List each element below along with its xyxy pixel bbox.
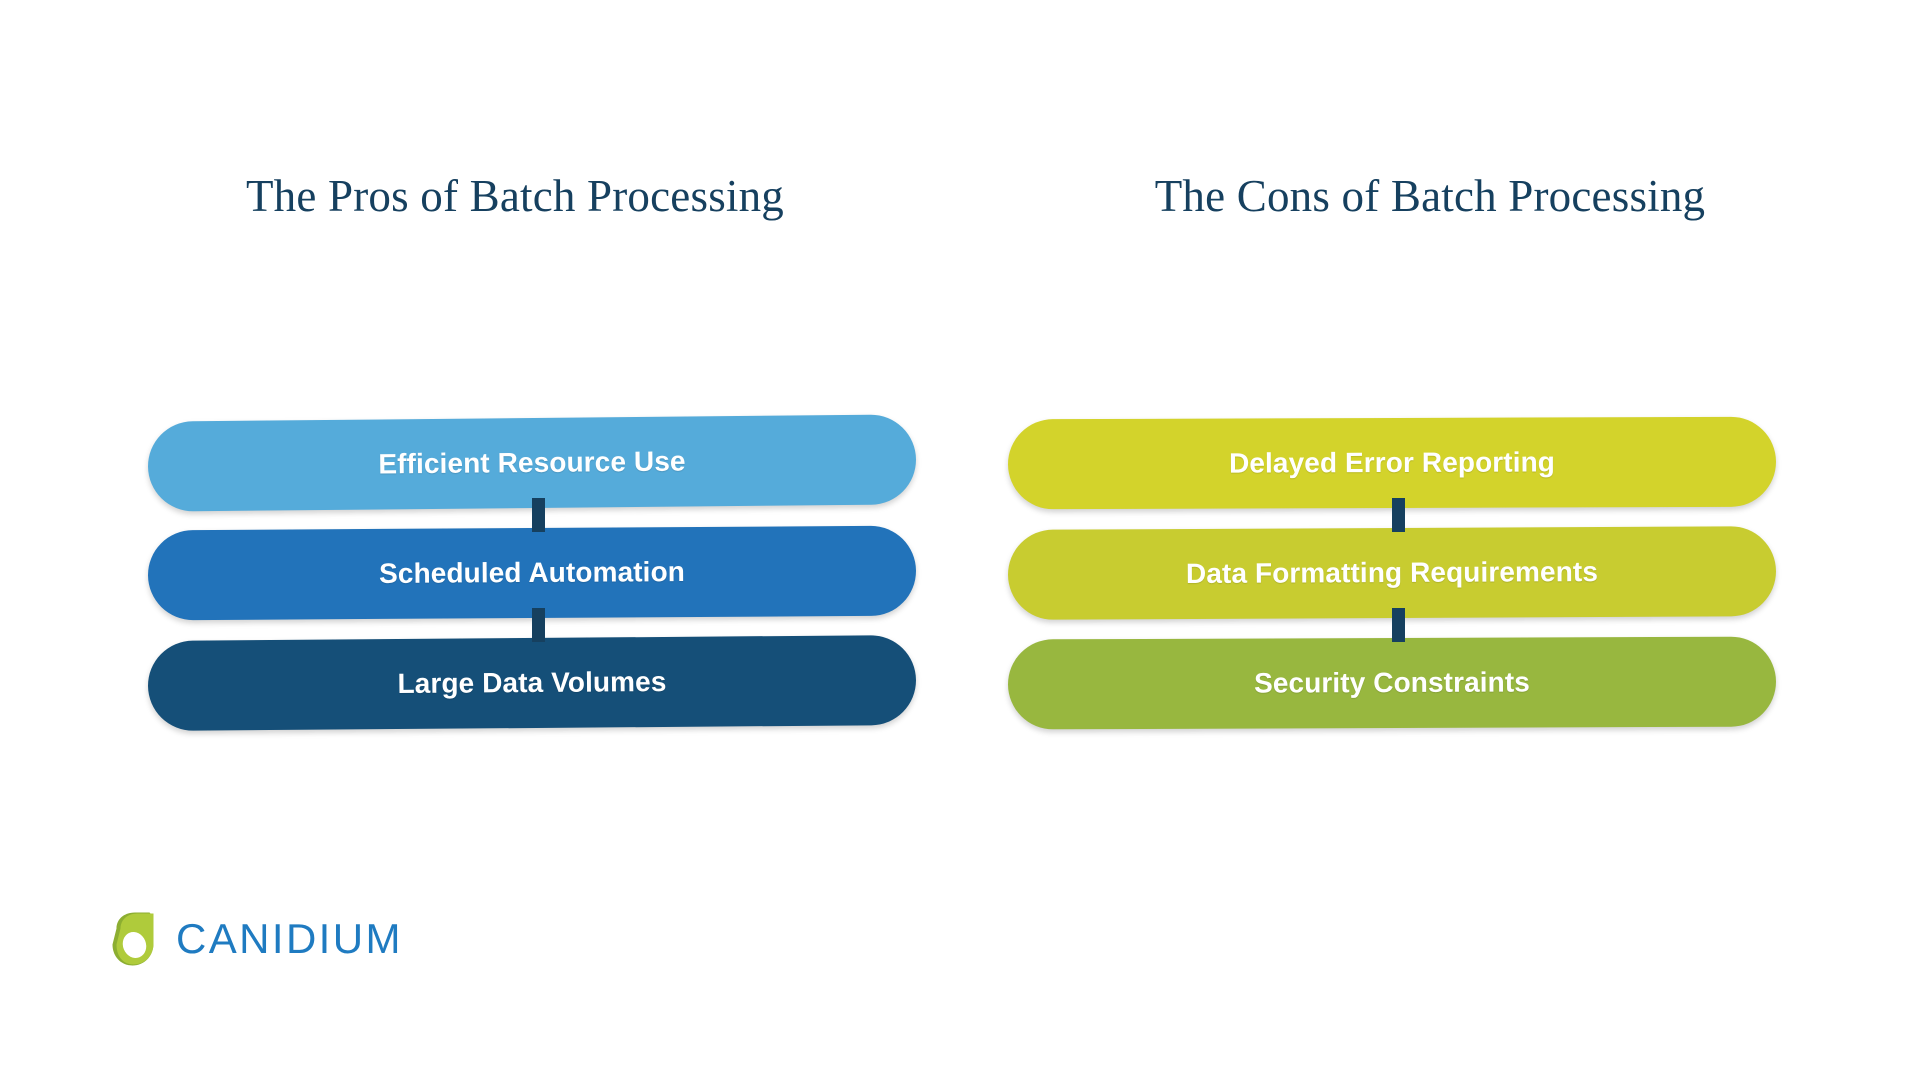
connector-cons-1-2 (1392, 498, 1405, 532)
canidium-leaf-icon (108, 910, 160, 968)
cons-pill-label-2: Data Formatting Requirements (1185, 555, 1599, 590)
pros-column-title: The Pros of Batch Processing (245, 171, 785, 221)
cons-pill-row-2: Data Formatting Requirements (1007, 520, 1788, 642)
cons-pill-row-3: Security Constraints (1007, 630, 1788, 738)
connector-pros-2-3 (532, 608, 545, 642)
pros-pill-stack: Efficient Resource Use Scheduled Automat… (147, 410, 928, 740)
cons-pill-label-3: Security Constraints (1254, 666, 1530, 699)
connector-pros-1-2 (532, 498, 545, 532)
pros-pill-scheduled-automation[interactable]: Scheduled Automation (147, 525, 917, 621)
cons-pill-data-formatting-requirements[interactable]: Data Formatting Requirements (1007, 526, 1777, 620)
cons-pill-delayed-error-reporting[interactable]: Delayed Error Reporting (1007, 416, 1777, 510)
pros-pill-row-3: Large Data Volumes (147, 630, 928, 738)
cons-pill-security-constraints[interactable]: Security Constraints (1007, 636, 1777, 730)
cons-column-title: The Cons of Batch Processing (1154, 171, 1706, 221)
pros-pill-label-2: Scheduled Automation (378, 556, 686, 589)
pros-pill-large-data-volumes[interactable]: Large Data Volumes (147, 634, 917, 732)
cons-pill-row-1: Delayed Error Reporting (1007, 410, 1788, 532)
canidium-wordmark: CANIDIUM (176, 915, 403, 962)
connector-cons-2-3 (1392, 608, 1405, 642)
pros-pill-label-1: Efficient Resource Use (378, 445, 686, 480)
cons-pill-stack: Delayed Error Reporting Data Formatting … (1007, 410, 1788, 740)
cons-pill-label-1: Delayed Error Reporting (1228, 446, 1556, 479)
pros-pill-row-2: Scheduled Automation (147, 520, 928, 642)
pros-pill-row-1: Efficient Resource Use (147, 410, 928, 532)
pros-pill-label-3: Large Data Volumes (397, 665, 667, 700)
canidium-logo: CANIDIUM (108, 910, 403, 968)
